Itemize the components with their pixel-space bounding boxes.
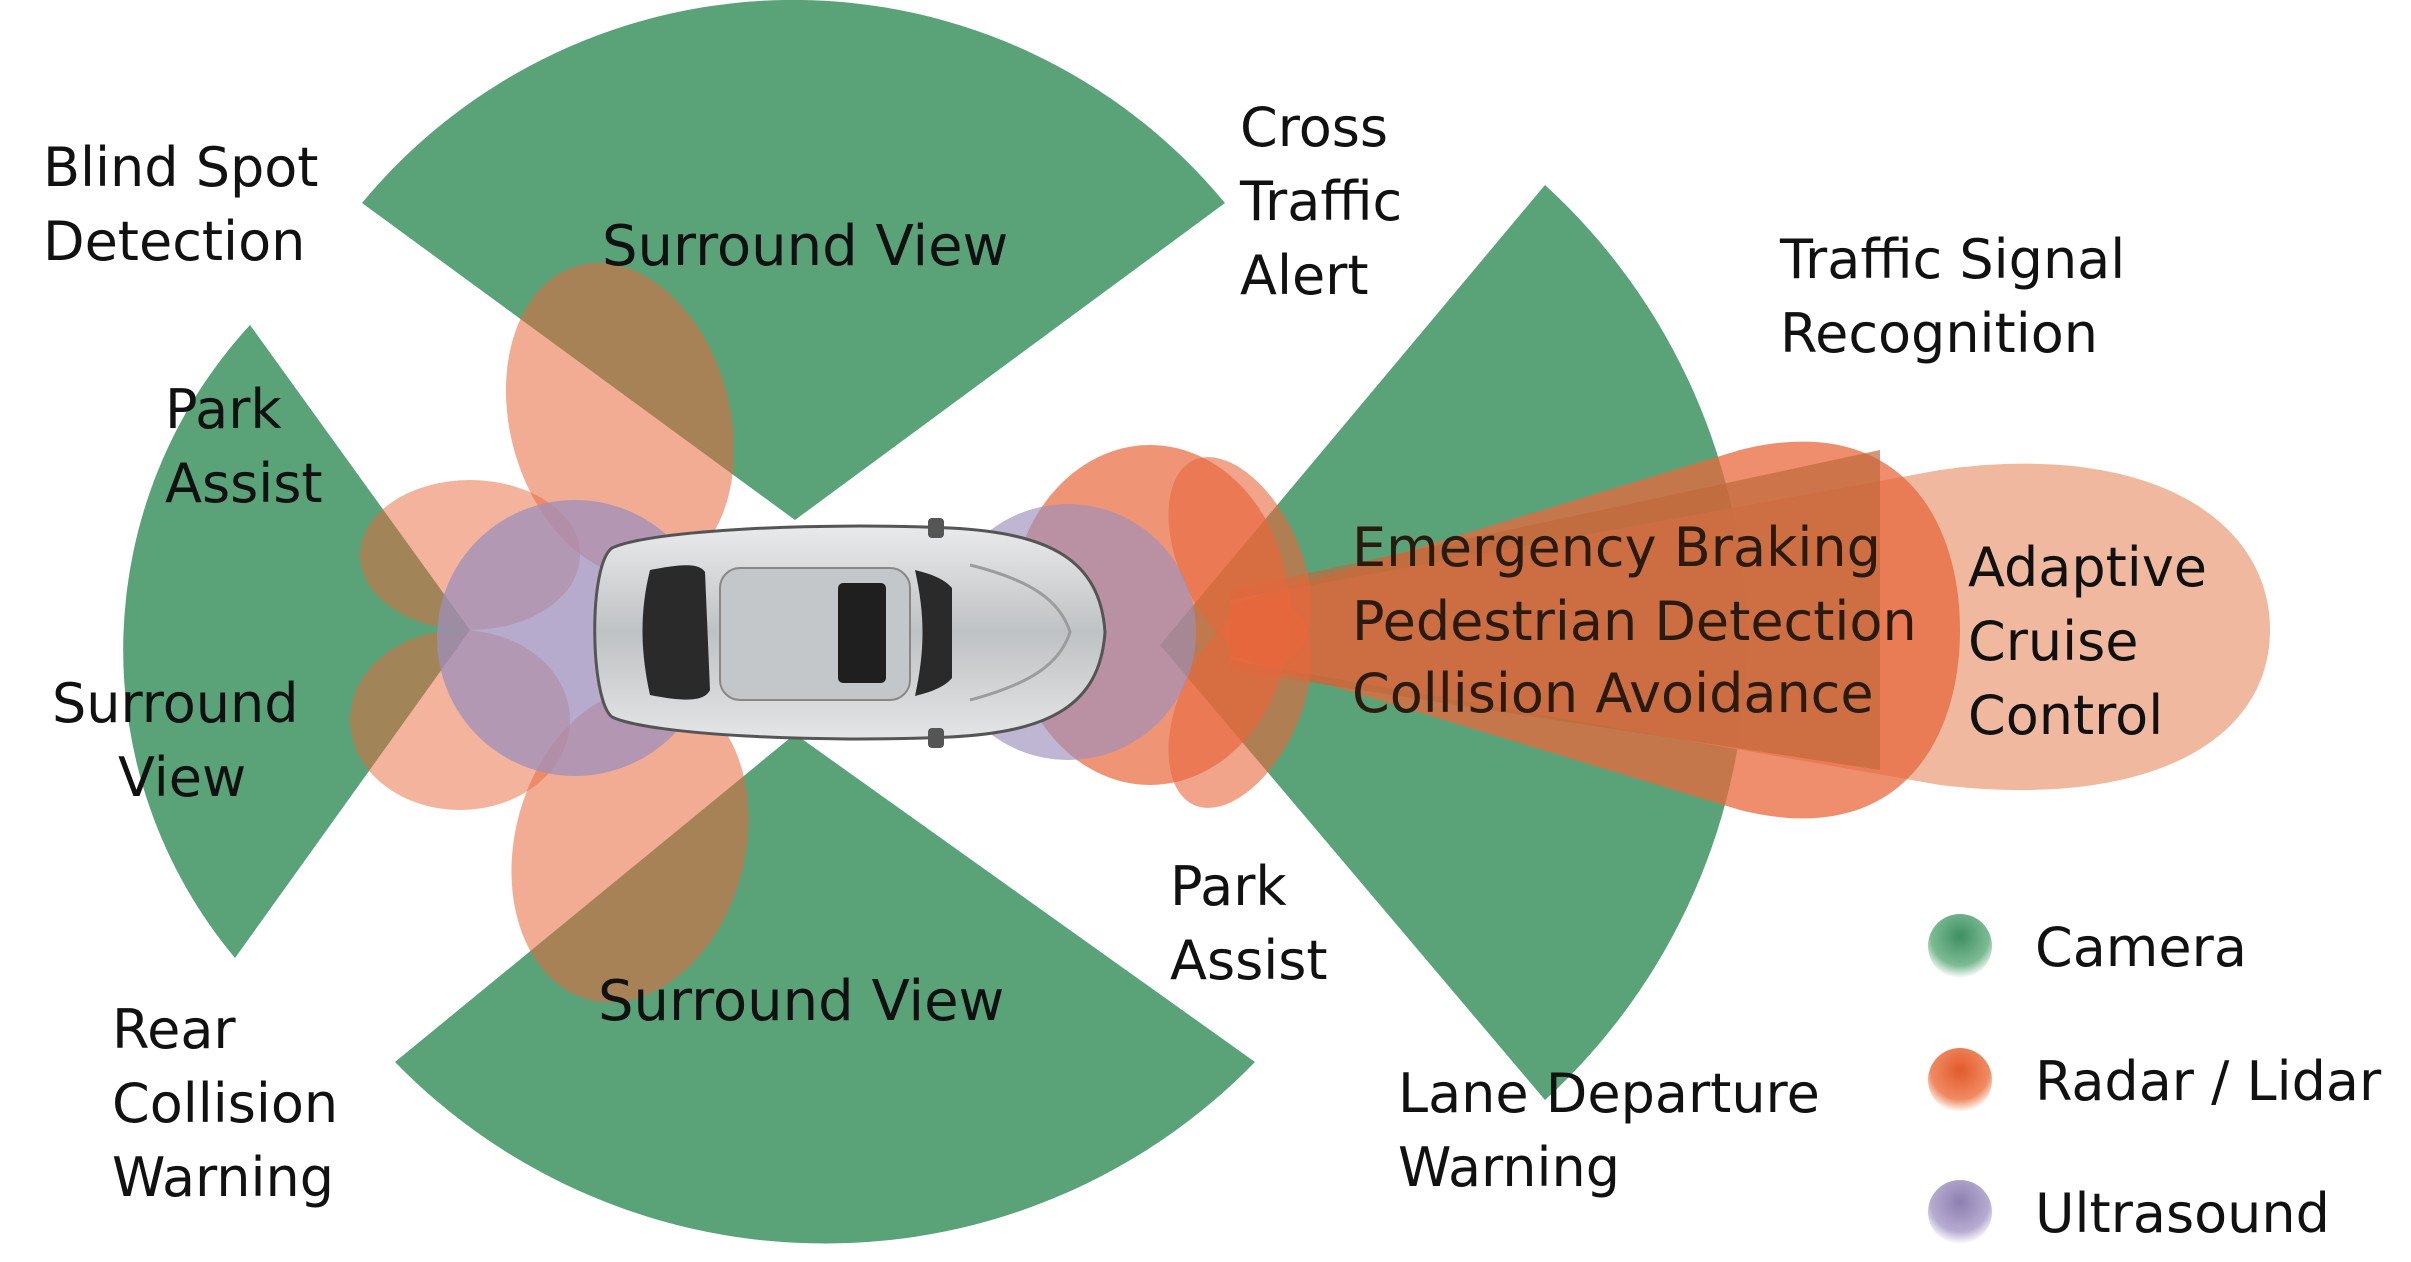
camera-swatch-icon — [1928, 914, 1992, 978]
labels: Blind Spot Detection Surround View Cross… — [43, 96, 2207, 1209]
legend: Camera Radar / Lidar Ultrasound — [1928, 914, 2382, 1245]
radar-front-lobe-lower — [1168, 602, 1312, 808]
legend-radar-label: Radar / Lidar — [2035, 1050, 2382, 1113]
car-hood — [969, 563, 1072, 702]
surround-view-bottom-label: Surround View — [598, 969, 1004, 1034]
surround-view-top-label: Surround View — [602, 214, 1008, 279]
emergency-braking-label: Emergency Braking — [1352, 516, 1881, 579]
lane-departure-label-line1: Lane Departure — [1398, 1062, 1820, 1125]
ultrasound-swatch-icon — [1928, 1180, 1992, 1244]
radar-swatch-icon — [1928, 1048, 1992, 1112]
car — [593, 518, 1107, 748]
park-assist-front-label-line1: Park — [1170, 855, 1287, 918]
blind-spot-label-line2: Detection — [43, 210, 305, 273]
car-sunroof — [838, 583, 886, 683]
rear-collision-label-line3: Warning — [112, 1146, 334, 1209]
adaptive-cruise-label-line2: Cruise — [1968, 610, 2139, 673]
park-assist-rear-label-line2: Assist — [165, 452, 323, 515]
traffic-signal-label-line1: Traffic Signal — [1779, 228, 2125, 291]
cross-traffic-label-line1: Cross — [1240, 96, 1388, 159]
pedestrian-detection-label: Pedestrian Detection — [1352, 590, 1917, 653]
camera-sector-bottom — [395, 734, 1255, 1244]
cross-traffic-label-line3: Alert — [1240, 244, 1369, 307]
adaptive-cruise-label-line1: Adaptive — [1968, 536, 2207, 599]
radar-coverage — [350, 262, 2270, 1003]
surround-view-rear-label-line2: View — [118, 746, 246, 809]
radar-rear-lobe-top — [505, 262, 735, 578]
adaptive-cruise-label-line3: Control — [1968, 684, 2163, 747]
camera-sector-top — [362, 0, 1225, 520]
blind-spot-label-line1: Blind Spot — [43, 136, 318, 199]
park-assist-front-label-line2: Assist — [1170, 929, 1328, 992]
car-windshield — [915, 570, 952, 696]
car-mirror-top — [928, 518, 944, 538]
camera-sector-rear — [123, 325, 470, 958]
lane-departure-label-line2: Warning — [1398, 1136, 1620, 1199]
radar-front-cone — [1230, 450, 1880, 770]
rear-collision-label-line1: Rear — [112, 998, 236, 1061]
rear-collision-label-line2: Collision — [112, 1072, 338, 1135]
car-mirror-bottom — [928, 728, 944, 748]
legend-ultrasound-label: Ultrasound — [2035, 1182, 2330, 1245]
cross-traffic-label-line2: Traffic — [1239, 170, 1402, 233]
park-assist-rear-label-line1: Park — [165, 378, 282, 441]
surround-view-rear-label-line1: Surround — [52, 672, 299, 735]
legend-camera-label: Camera — [2035, 916, 2247, 979]
car-rear-window — [642, 565, 710, 700]
collision-avoidance-label: Collision Avoidance — [1352, 662, 1874, 725]
traffic-signal-label-line2: Recognition — [1780, 302, 2098, 365]
